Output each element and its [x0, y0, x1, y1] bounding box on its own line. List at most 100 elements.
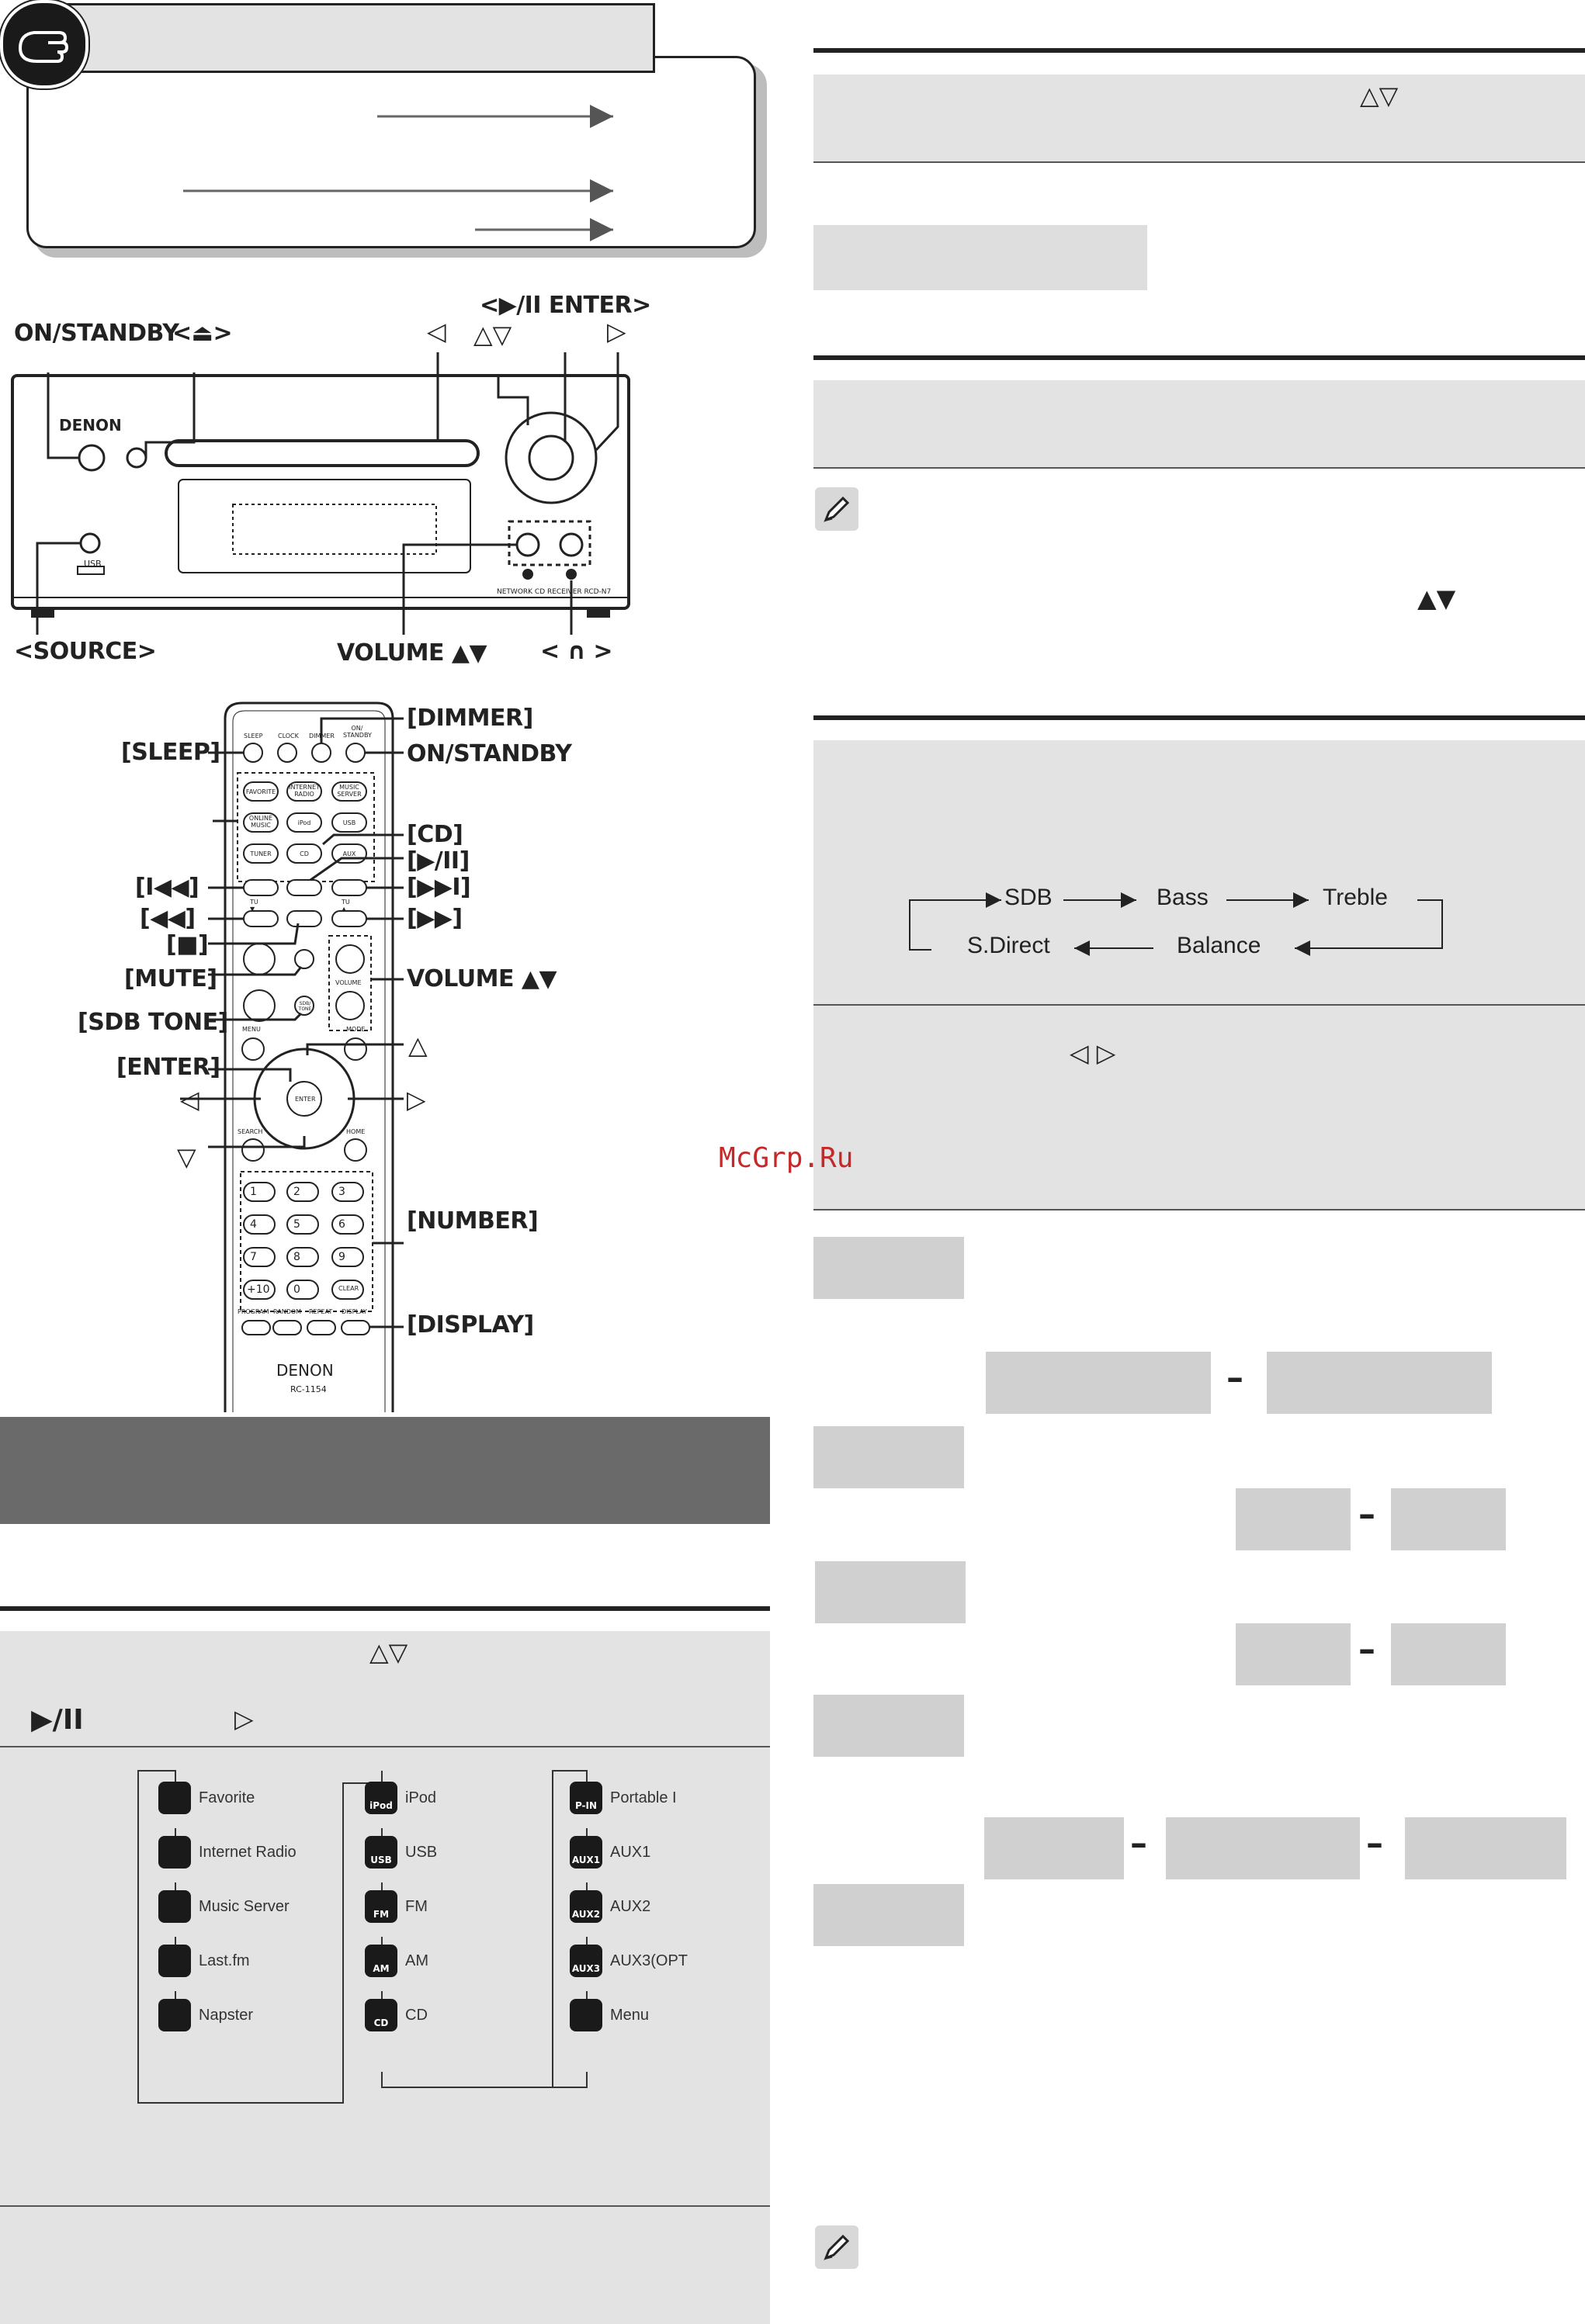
right-gray-box-1	[813, 225, 1147, 290]
label-remote-right: ▷	[407, 1085, 426, 1114]
tone-adjust-area: ◁ ▷	[813, 1006, 1585, 1210]
tone-flow-arrows	[909, 892, 1443, 956]
option-label-box-5	[813, 1884, 964, 1946]
btn-dimmer-text: DIMMER	[309, 733, 335, 739]
label-play-pause: [▶/II]	[407, 847, 470, 875]
range-dash: –	[1358, 1494, 1375, 1534]
num-key: 2	[293, 1186, 300, 1198]
label-sdb-tone: [SDB TONE]	[78, 1009, 228, 1036]
lastfm-icon	[158, 1945, 191, 1977]
btn-random-text: RANDOM	[273, 1308, 302, 1315]
hand-icon	[0, 0, 88, 88]
btn-search-text: SEARCH	[238, 1128, 263, 1135]
tone-treble: Treble	[1323, 885, 1388, 910]
num-key: 8	[293, 1251, 300, 1263]
right-rule-1	[813, 48, 1585, 53]
source-label: FM	[405, 1898, 428, 1915]
label-prev: [I◀◀]	[135, 874, 199, 901]
tone-balance: Balance	[1177, 933, 1261, 958]
source-label: Portable I	[610, 1789, 677, 1806]
btn-favorite-text: FAVORITE	[245, 788, 276, 795]
btn-enter-text: ENTER	[295, 1096, 316, 1103]
label-mute: [MUTE]	[124, 965, 217, 992]
cd-icon: CD	[365, 1999, 397, 2031]
source-label: Favorite	[199, 1789, 255, 1806]
range-box-2b	[1391, 1488, 1506, 1550]
btn-display-text: DISPLAY	[342, 1308, 367, 1315]
num-key: +10	[247, 1283, 270, 1296]
tone-heading	[813, 740, 1585, 1006]
label-remote-volume: VOLUME ▲▼	[407, 965, 557, 992]
num-key: 5	[293, 1218, 300, 1231]
portable-icon: P-IN	[570, 1782, 602, 1814]
btn-aux-text: AUX	[342, 850, 356, 857]
btn-menu-text: MENU	[242, 1026, 261, 1033]
playpause-symbol: ▶/II	[31, 1704, 84, 1736]
range-box-4b	[1166, 1817, 1360, 1879]
tone-sdirect: S.Direct	[967, 933, 1050, 958]
label-display: [DISPLAY]	[407, 1311, 534, 1339]
source-label: iPod	[405, 1789, 437, 1806]
btn-music-server-text: MUSIC SERVER	[337, 784, 362, 798]
range-box-3b	[1391, 1623, 1506, 1685]
label-remote-down: ▽	[177, 1142, 196, 1172]
ipod-icon: iPod	[365, 1782, 397, 1814]
label-number: [NUMBER]	[407, 1207, 539, 1235]
btn-onstandby-text: ON/ STANDBY	[343, 725, 372, 739]
num-key: 1	[250, 1186, 257, 1198]
btn-clock-text: CLOCK	[278, 733, 299, 739]
front-model-caption: NETWORK CD RECEIVER RCD-N7	[497, 588, 612, 596]
updown-symbol: △▽	[369, 1637, 408, 1667]
source-label: CD	[405, 2007, 428, 2024]
label-source: <SOURCE>	[14, 638, 157, 665]
range-dash: –	[1130, 1824, 1147, 1863]
source-label: AM	[405, 1952, 428, 1969]
label-front-left: ◁	[427, 317, 446, 346]
btn-cd-text: CD	[300, 850, 309, 857]
pencil-icon	[815, 487, 858, 531]
source-label: Internet Radio	[199, 1844, 297, 1861]
right-heading-1: △▽	[813, 74, 1585, 163]
label-remote-left: ◁	[180, 1085, 199, 1114]
source-label: Menu	[610, 2007, 650, 2024]
label-play-enter: <▶/II ENTER>	[480, 292, 651, 319]
label-front-volume: VOLUME ▲▼	[337, 639, 487, 667]
source-icon-tag: AUX1	[571, 1855, 601, 1865]
front-panel	[11, 352, 630, 635]
source-label: Last.fm	[199, 1952, 250, 1969]
source-icon-tag: FM	[373, 1909, 390, 1920]
range-dash: –	[1358, 1630, 1375, 1669]
range-box-1a	[986, 1352, 1211, 1414]
btn-usb-text: USB	[342, 819, 356, 826]
range-box-3a	[1236, 1623, 1351, 1685]
remote-model: RC-1154	[290, 1384, 327, 1394]
btn-tuner-text: TUNER	[250, 850, 272, 857]
btn-ipod-text: iPod	[297, 819, 311, 826]
note-box	[26, 56, 756, 248]
menu-icon	[570, 1999, 602, 2031]
usb-icon: USB	[365, 1836, 397, 1869]
option-label-box-4	[813, 1695, 964, 1757]
aux2-icon: AUX2	[570, 1890, 602, 1923]
label-dimmer: [DIMMER]	[407, 705, 533, 732]
btn-tu-up-text: TU ▲	[342, 899, 350, 913]
watermark: McGrp.Ru	[719, 1142, 854, 1174]
pencil-icon	[815, 2225, 858, 2269]
source-label: AUX1	[610, 1844, 651, 1861]
source-select-heading: △▽ ▶/II ▷	[0, 1631, 770, 1747]
label-cd: [CD]	[407, 821, 463, 848]
source-label: Napster	[199, 2007, 254, 2024]
btn-program-text: PROGRAM	[238, 1308, 269, 1315]
right-symbol: ▷	[234, 1704, 254, 1733]
remote-brand: DENON	[276, 1361, 334, 1380]
range-box-4a	[984, 1817, 1124, 1879]
leftright-symbol: ◁ ▷	[1070, 1038, 1116, 1068]
btn-online-music-text: ONLINE MUSIC	[248, 815, 273, 829]
btn-mode-text: MODE	[346, 1026, 366, 1033]
btn-clear-text: CLEAR	[338, 1285, 359, 1292]
label-ff: [▶▶]	[407, 905, 463, 932]
left-bottom-heading	[0, 2205, 770, 2324]
source-label: USB	[405, 1844, 438, 1861]
source-icon-tag: USB	[370, 1855, 392, 1865]
label-enter: [ENTER]	[116, 1054, 220, 1081]
